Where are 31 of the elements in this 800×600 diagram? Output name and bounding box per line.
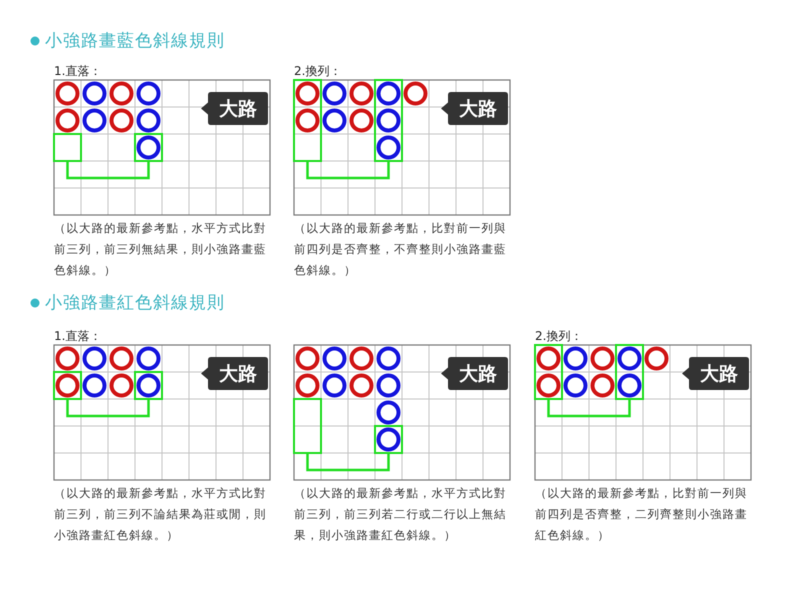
highlight-box xyxy=(374,425,403,454)
rule-caption: （以大路的最新參考點，水平方式比對前三列，前三列無結果，則小強路畫藍色斜線。） xyxy=(54,220,268,279)
road-tag: 大路 xyxy=(441,357,508,390)
bracket-connector xyxy=(306,453,390,472)
road-tag: 大路 xyxy=(441,92,508,125)
rule-caption: （以大路的最新參考點，比對前一列與前四列是否齊整，不齊整則小強路畫藍色斜線。） xyxy=(294,220,508,279)
highlight-box xyxy=(293,79,322,162)
rule-caption: （以大路的最新參考點，水平方式比對前三列，前三列若二行或二行以上無結果，則小強路畫紅色斜線。） xyxy=(294,485,508,544)
bracket-connector xyxy=(66,161,150,180)
highlight-box xyxy=(53,371,82,400)
panel-label: 2.換列： xyxy=(535,328,582,345)
rule-caption: （以大路的最新參考點，比對前一列與前四列是否齊整，二列齊整則小強路畫紅色斜線。） xyxy=(535,485,748,544)
panel-label: 1.直落： xyxy=(54,328,102,345)
bracket-connector xyxy=(547,399,631,418)
section-heading: 小強路畫紅色斜線規則 xyxy=(45,292,225,314)
panel-label: 2.換列： xyxy=(294,63,342,80)
rule-caption: （以大路的最新參考點，水平方式比對前三列，前三列不論結果為莊或閒，則小強路畫紅色斜線。） xyxy=(54,485,268,544)
highlight-box xyxy=(134,133,163,162)
highlight-box xyxy=(615,344,644,400)
section-heading: 小強路畫藍色斜線規則 xyxy=(45,30,225,52)
highlight-box xyxy=(534,344,563,400)
bracket-connector xyxy=(66,399,150,418)
highlight-box xyxy=(53,133,82,162)
road-tag: 大路 xyxy=(682,357,749,390)
highlight-box xyxy=(134,371,163,400)
highlight-box xyxy=(293,398,322,454)
highlight-box xyxy=(374,79,403,162)
road-tag: 大路 xyxy=(201,92,268,125)
road-tag: 大路 xyxy=(201,357,268,390)
bracket-connector xyxy=(306,161,390,180)
panel-label: 1.直落： xyxy=(54,63,102,80)
